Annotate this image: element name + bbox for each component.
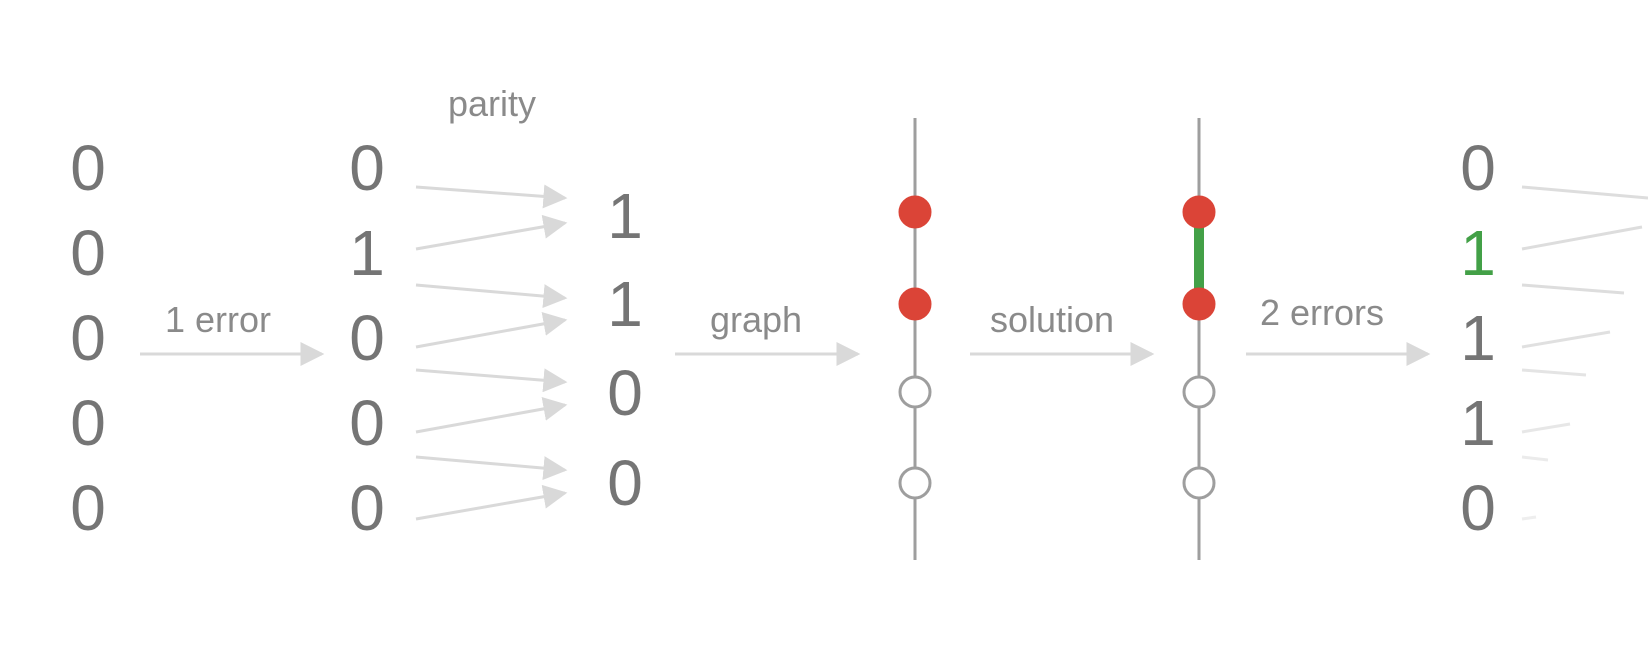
- solution-step: solution: [970, 299, 1155, 366]
- solution-error-node: [1182, 287, 1216, 321]
- parity-arrow: [415, 214, 568, 251]
- original-bit: 0: [70, 387, 106, 459]
- two-errors-step: 2 errors: [1246, 292, 1431, 366]
- one-error-label: 1 error: [165, 299, 271, 340]
- solution-error-node: [1182, 195, 1216, 229]
- original-bit: 0: [70, 132, 106, 204]
- original-bit: 0: [70, 302, 106, 374]
- graph-error-node: [898, 287, 932, 321]
- parity-arrows: [415, 184, 568, 521]
- parity-arrow: [415, 283, 568, 309]
- parity-bit: 0: [607, 447, 643, 519]
- parity-arrow: [415, 484, 568, 521]
- corrupted-bit: 0: [349, 472, 385, 544]
- two-errors-label: 2 errors: [1260, 292, 1384, 333]
- graph-column: [898, 118, 932, 560]
- decoded-bit-highlighted: 1: [1460, 217, 1496, 289]
- faded-arrow: [1521, 185, 1648, 200]
- graph-step: graph: [675, 299, 861, 366]
- parity-arrow: [415, 368, 568, 393]
- graph-empty-node: [898, 375, 932, 409]
- original-bit: 0: [70, 472, 106, 544]
- decoded-bit: 1: [1460, 302, 1496, 374]
- graph-label: graph: [710, 299, 802, 340]
- parity-arrow: [415, 397, 568, 434]
- parity-bit: 1: [607, 268, 643, 340]
- original-bits-column: 0 0 0 0 0: [70, 132, 106, 544]
- solution-label: solution: [990, 299, 1114, 340]
- one-error-step: 1 error: [140, 299, 325, 366]
- decoded-bit: 0: [1460, 472, 1496, 544]
- faded-arrow: [1521, 422, 1571, 434]
- corrupted-bit: 0: [349, 387, 385, 459]
- solution-empty-node: [1182, 466, 1216, 500]
- parity-bit: 1: [607, 180, 643, 252]
- parity-arrow: [415, 455, 568, 481]
- solution-column: [1182, 118, 1216, 560]
- decoded-bit: 0: [1460, 132, 1496, 204]
- decoded-bit: 1: [1460, 387, 1496, 459]
- corrupted-bit: 1: [349, 217, 385, 289]
- parity-bits-column: 1 1 0 0: [607, 180, 643, 519]
- graph-empty-node: [898, 466, 932, 500]
- faded-outgoing-arrows: [1521, 185, 1648, 521]
- corrupted-bit: 0: [349, 132, 385, 204]
- corrupted-bit: 0: [349, 302, 385, 374]
- parity-arrow: [415, 312, 568, 349]
- corrupted-bits-column: 0 1 0 0 0: [349, 132, 385, 544]
- decoded-bits-column: 0 1 1 1 0: [1460, 132, 1496, 544]
- graph-error-node: [898, 195, 932, 229]
- faded-arrow: [1521, 225, 1643, 251]
- faded-arrow: [1521, 455, 1549, 462]
- faded-arrow: [1521, 368, 1587, 377]
- faded-arrow: [1521, 330, 1611, 349]
- original-bit: 0: [70, 217, 106, 289]
- faded-arrow: [1521, 515, 1537, 521]
- solution-empty-node: [1182, 375, 1216, 409]
- faded-arrow: [1521, 283, 1625, 295]
- parity-bit: 0: [607, 357, 643, 429]
- parity-arrow: [415, 184, 568, 209]
- parity-label: parity: [448, 83, 536, 124]
